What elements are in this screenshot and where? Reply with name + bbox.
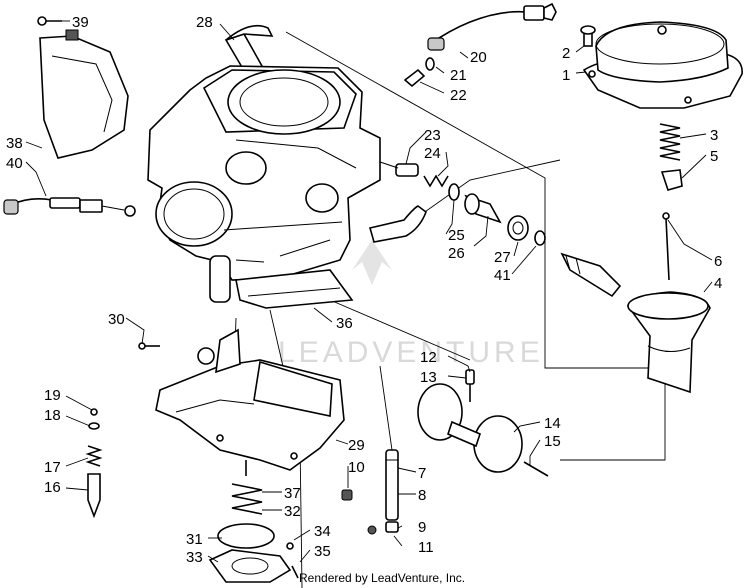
oring-25 [448, 183, 460, 201]
callout-37: 37 [284, 485, 301, 502]
bushing-27 [507, 215, 529, 241]
spring-24 [423, 174, 449, 188]
jet-7-8 [385, 449, 399, 521]
callout-33: 33 [186, 549, 203, 566]
cable-20 [427, 2, 557, 51]
callout-17: 17 [44, 459, 61, 476]
needle-6 [662, 212, 670, 281]
jet-9-11 [367, 521, 399, 535]
screw-22 [403, 68, 426, 88]
callout-23: 23 [424, 127, 441, 144]
callout-12: 12 [420, 349, 437, 366]
watermark: LEADVENTURE [278, 240, 544, 369]
slide-4 [626, 291, 711, 394]
callout-10: 10 [348, 459, 365, 476]
spring-32 [231, 483, 263, 515]
callout-40: 40 [6, 155, 23, 172]
callout-35: 35 [314, 543, 331, 560]
carburetor-body [147, 65, 381, 309]
callout-15: 15 [544, 433, 561, 450]
render-credit: Rendered by LeadVenture, Inc. [299, 571, 465, 585]
callout-8: 8 [418, 487, 426, 504]
fitting-26 [464, 193, 502, 224]
callout-18: 18 [44, 407, 61, 424]
screw-10 [341, 489, 353, 501]
callout-38: 38 [6, 135, 23, 152]
callout-11: 11 [418, 539, 434, 556]
callout-5: 5 [710, 148, 718, 165]
float-needle [560, 252, 622, 298]
jet-19 [90, 408, 98, 416]
callout-27: 27 [494, 249, 511, 266]
spring-17 [85, 445, 103, 467]
clip-5 [660, 169, 683, 191]
callout-labels: 39 28 38 40 20 21 22 2 1 23 24 3 5 25 26… [6, 14, 722, 566]
callout-6: 6 [714, 253, 722, 270]
callout-30: 30 [108, 311, 125, 328]
float-14 [417, 383, 523, 473]
callout-32: 32 [284, 503, 301, 520]
callout-29: 29 [348, 437, 365, 454]
washer-41 [534, 230, 546, 246]
top-cap-1 [582, 21, 743, 109]
screw-2 [580, 25, 596, 47]
callout-16: 16 [44, 479, 61, 496]
spring-3 [659, 123, 681, 161]
callout-4: 4 [714, 275, 722, 292]
screw-16 [87, 473, 101, 519]
callout-28: 28 [196, 14, 213, 31]
callout-1: 1 [562, 67, 570, 84]
callout-3: 3 [710, 127, 718, 144]
callout-34: 34 [314, 523, 331, 540]
callout-13: 13 [420, 369, 437, 386]
callout-2: 2 [562, 45, 570, 62]
callout-22: 22 [450, 87, 467, 104]
fuel-fitting [369, 205, 427, 243]
washer-21 [425, 57, 435, 71]
callout-20: 20 [470, 49, 487, 66]
callout-9: 9 [418, 519, 426, 536]
callout-31: 31 [186, 531, 203, 548]
callout-21: 21 [450, 67, 467, 84]
callout-leaders [25, 20, 713, 563]
oring-18 [88, 422, 100, 430]
callout-39: 39 [72, 14, 89, 31]
callout-24: 24 [424, 145, 441, 162]
callout-7: 7 [418, 465, 426, 482]
callout-36: 36 [336, 315, 353, 332]
diaphragm-31 [217, 523, 275, 549]
callout-14: 14 [544, 415, 561, 432]
pin-15 [523, 461, 549, 477]
callout-26: 26 [448, 245, 465, 262]
needle-12-13 [465, 369, 475, 402]
screw-34-35 [286, 542, 299, 579]
callout-25: 25 [448, 227, 465, 244]
throttle-cable-40 [3, 197, 136, 217]
watermark-text: LEADVENTURE [278, 336, 544, 369]
screw-39 [37, 16, 62, 26]
cover-38 [39, 29, 129, 159]
cover-33 [208, 549, 292, 583]
float-bowl-29 [155, 328, 345, 471]
callout-19: 19 [44, 387, 61, 404]
screw-23 [379, 161, 419, 177]
callout-41: 41 [494, 267, 511, 284]
